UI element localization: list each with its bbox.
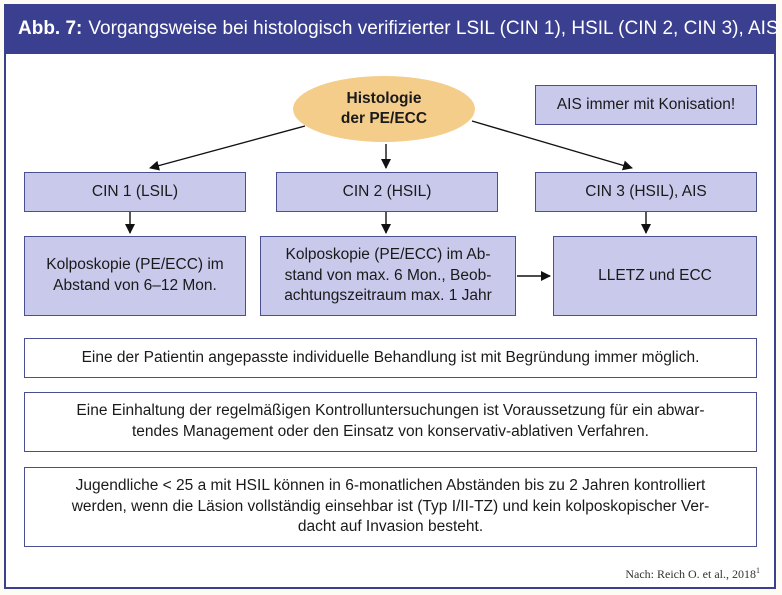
info-compliance-line2: tendes Management oder den Einsatz von k… bbox=[132, 423, 649, 440]
info-youth-line3: dacht auf Invasion besteht. bbox=[297, 518, 484, 536]
category-cin3-box: CIN 3 (HSIL), AIS bbox=[535, 172, 757, 212]
info-youth-box: Jugendliche < 25 a mit HSIL können in 6-… bbox=[24, 467, 757, 547]
category-cin1-box: CIN 1 (LSIL) bbox=[24, 172, 246, 212]
category-cin3-label: CIN 3 (HSIL), AIS bbox=[585, 182, 707, 200]
action-cin3-box: LLETZ und ECC bbox=[553, 236, 757, 316]
action-cin1-line2: Abstand von 6–12 Mon. bbox=[53, 277, 217, 294]
info-compliance-line1: Eine Einhaltung der regelmäßigen Kontrol… bbox=[76, 402, 705, 420]
root-node-histologie: Histologie der PE/ECC bbox=[293, 76, 475, 142]
source-text: Nach: Reich O. et al., 2018 bbox=[625, 567, 756, 581]
action-cin2-line1: Kolposkopie (PE/ECC) im Ab- bbox=[285, 245, 491, 263]
figure-title-bar: Abb. 7: Vorgangsweise bei histologisch v… bbox=[4, 4, 779, 54]
action-cin1-line1: Kolposkopie (PE/ECC) im bbox=[46, 256, 224, 274]
figure-title: Vorgangsweise bei histologisch verifizie… bbox=[88, 18, 779, 39]
action-cin3-text: LLETZ und ECC bbox=[598, 266, 712, 284]
action-cin1-box: Kolposkopie (PE/ECC) im Abstand von 6–12… bbox=[24, 236, 246, 316]
action-cin2-line2: stand von max. 6 Mon., Beob- bbox=[284, 266, 492, 284]
info-individual-text: Eine der Patientin angepasste individuel… bbox=[81, 348, 700, 366]
category-cin1-label: CIN 1 (LSIL) bbox=[91, 182, 179, 200]
info-youth-line2: werden, wenn die Läsion vollständig eins… bbox=[71, 497, 710, 515]
root-node-line2: der PE/ECC bbox=[340, 110, 428, 127]
action-cin2-line3: achtungszeitraum max. 1 Jahr bbox=[284, 287, 492, 305]
source-footnote: 1 bbox=[756, 566, 760, 575]
action-cin2-box: Kolposkopie (PE/ECC) im Ab- stand von ma… bbox=[260, 236, 516, 316]
figure-label: Abb. 7: bbox=[18, 18, 83, 39]
info-youth-line1: Jugendliche < 25 a mit HSIL können in 6-… bbox=[75, 476, 706, 494]
ais-note-text: AIS immer mit Konisation! bbox=[556, 95, 736, 113]
ais-note-box: AIS immer mit Konisation! bbox=[535, 85, 757, 125]
root-node-line1: Histologie bbox=[346, 89, 422, 107]
category-cin2-label: CIN 2 (HSIL) bbox=[342, 182, 432, 200]
info-individual-box: Eine der Patientin angepasste individuel… bbox=[24, 338, 757, 378]
category-cin2-box: CIN 2 (HSIL) bbox=[276, 172, 498, 212]
source-citation: Nach: Reich O. et al., 20181 bbox=[625, 566, 760, 582]
info-compliance-box: Eine Einhaltung der regelmäßigen Kontrol… bbox=[24, 392, 757, 452]
